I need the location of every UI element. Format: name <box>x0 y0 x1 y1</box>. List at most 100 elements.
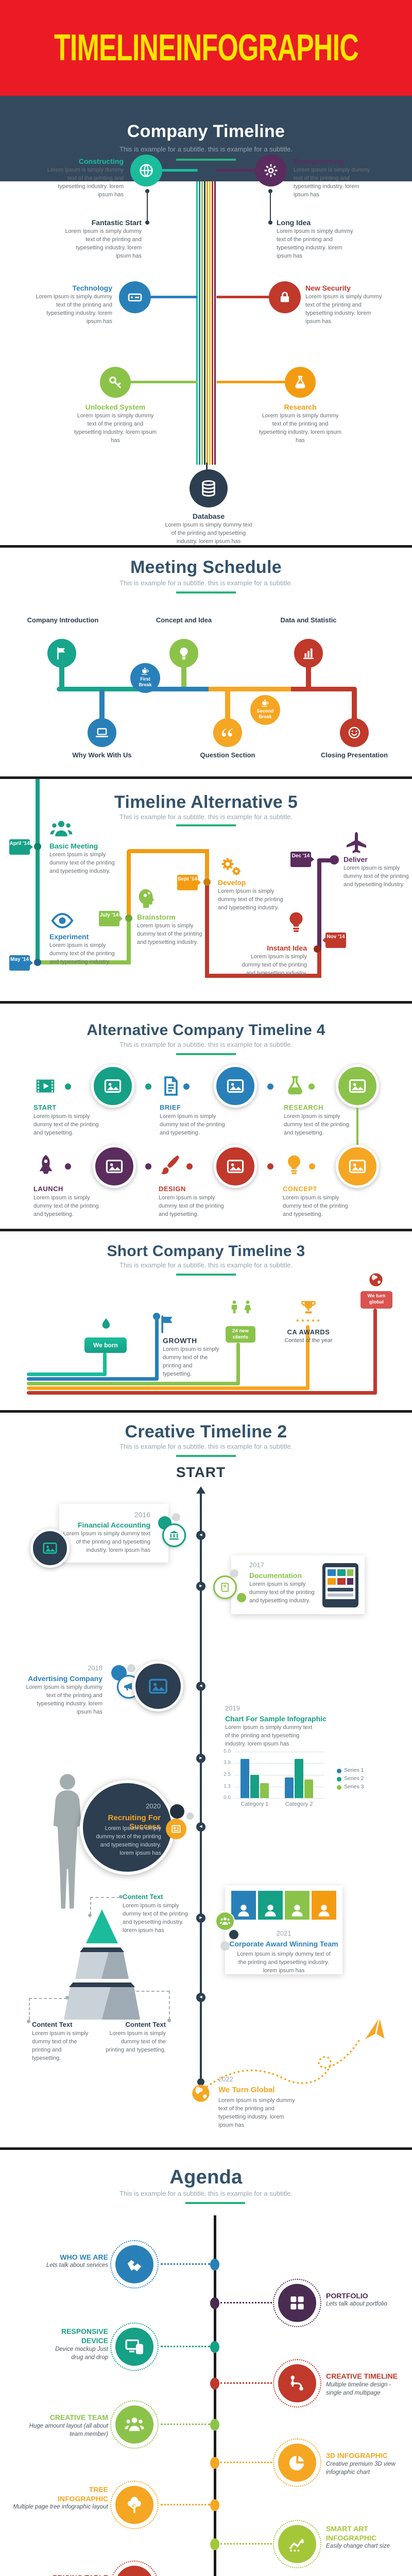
concept-idea-circle <box>169 639 198 668</box>
milestone-dot <box>34 959 41 966</box>
title-underline <box>185 2202 245 2204</box>
chart-gridline <box>234 1798 324 1799</box>
stem <box>99 689 105 719</box>
agenda-title: TREE INFOGRAPHIC <box>58 2485 108 2503</box>
link-dot <box>145 1163 151 1170</box>
entry-year: 2016 <box>134 1511 150 1519</box>
accent-circle <box>220 1941 230 1951</box>
legend-dot <box>337 1769 341 1773</box>
design-image-circle <box>214 1145 257 1188</box>
avatar-tile <box>258 1891 283 1920</box>
item-title: GROWTH <box>163 1336 197 1345</box>
agenda-ring <box>273 2438 321 2487</box>
item-title: CA AWARDS <box>287 1328 330 1336</box>
item-sub: Contest of the year <box>284 1337 333 1344</box>
timeline-node: ◀ <box>196 1822 205 1832</box>
data-statistic-circle <box>294 639 323 668</box>
badge-pointer <box>119 916 126 922</box>
callout-dash <box>29 1998 67 1999</box>
database-icon <box>199 479 218 498</box>
callout-body: Lorem Ipsum is simply dummy text of the … <box>123 1903 188 1934</box>
badge-pointer <box>311 856 317 862</box>
connector <box>161 169 198 172</box>
tablet-bar <box>328 1588 353 1591</box>
timeline-node: ◀ <box>196 1993 205 2002</box>
image-icon <box>103 1076 123 1096</box>
connector-dot <box>268 189 272 193</box>
new-security-circle <box>269 281 301 313</box>
newspaper-icon <box>170 1823 182 1835</box>
eye-icon <box>50 909 74 933</box>
item-body: Lorem Ipsum is simply dummy text of the … <box>49 942 115 965</box>
line-red-rise <box>373 1309 377 1395</box>
image-icon <box>348 1157 367 1176</box>
entry-body: Lorem Ipsum is simply dummy text of the … <box>249 1581 315 1604</box>
concept-image-circle <box>336 1145 379 1188</box>
entry-body: Lorem Ipsum is simply dummy text of the … <box>218 2097 295 2128</box>
link-dot <box>267 1163 273 1170</box>
callout-dash <box>131 1991 169 1992</box>
plane-icon <box>344 829 369 854</box>
research-circle <box>285 367 316 398</box>
agenda-title: RESPONSIVE DEVICE <box>61 2327 108 2345</box>
pie-icon <box>287 2453 307 2472</box>
section-title: Timeline Alternative 5 <box>114 792 298 812</box>
entry-body: Lorem Ipsum is simply dummy text of the … <box>26 1684 102 1715</box>
award-stars: ★★★★★ <box>295 1318 322 1323</box>
avatar <box>235 1900 252 1920</box>
item-title: Reengineering <box>294 157 344 165</box>
section-title: Alternative Company Timeline 4 <box>87 1022 325 1039</box>
avatar-tile <box>231 1891 256 1920</box>
item-title: BRIEF <box>160 1104 181 1111</box>
document-icon <box>160 1075 182 1097</box>
agenda-circle <box>278 2284 316 2322</box>
stripe <box>201 181 203 465</box>
line-end-dot <box>197 2078 204 2086</box>
section-subtitle: This is example for a subtitle. this is … <box>119 2190 293 2197</box>
second-break-circle: Second Break <box>250 695 280 725</box>
item-body: Lorem Ipsum is simply dummy text of the … <box>160 1113 225 1136</box>
recruiting-circle <box>80 1780 175 1875</box>
stripe <box>207 181 208 465</box>
agenda-circle <box>115 2245 153 2283</box>
barchart-icon <box>301 646 316 660</box>
connector <box>216 381 285 383</box>
title-underline <box>176 1274 236 1276</box>
pole-dot <box>153 1313 160 1320</box>
milestone-dot <box>125 914 132 922</box>
title-underline <box>176 1053 236 1055</box>
section-title: Short Company Timeline 3 <box>107 1243 305 1260</box>
agenda-ring <box>110 2400 159 2449</box>
flight-path <box>206 2037 362 2088</box>
item-title: Deliver <box>344 855 368 863</box>
link-dot <box>309 1163 315 1170</box>
agenda-ring <box>110 2561 159 2576</box>
team-circle <box>215 1911 235 1931</box>
title-underline <box>176 591 236 594</box>
item-title: RESEARCH <box>284 1104 323 1111</box>
path-segment <box>317 858 335 862</box>
chart-bar <box>260 1783 269 1798</box>
entry-year: 2018 <box>88 1664 102 1672</box>
line-blue <box>27 1377 159 1381</box>
callout-dash <box>90 1897 91 1914</box>
callout-body: Lorem Ipsum is simply dummy text of the … <box>106 2030 166 2053</box>
stripe <box>204 181 205 465</box>
grid-icon <box>287 2293 307 2313</box>
badge-pointer <box>29 960 36 966</box>
image-circle <box>30 1529 70 1568</box>
unlocked-system-circle <box>100 367 131 398</box>
break-label: First Break <box>139 676 152 687</box>
section-title: Meeting Schedule <box>130 557 282 577</box>
item-title: DESIGN <box>159 1185 186 1193</box>
section-subtitle: This is example for a subtitle. this is … <box>119 145 293 153</box>
agenda-node <box>210 2499 219 2511</box>
agenda-node <box>210 2341 219 2353</box>
timeline-node: ◀ <box>196 1682 205 1691</box>
item-title: START <box>33 1104 57 1111</box>
legend-dot <box>337 1777 341 1782</box>
item-body: Lorem Ipsum is simply dummy text of the … <box>283 1195 348 1217</box>
agenda-title: PORTFOLIO <box>326 2292 368 2300</box>
callout-title: Content Text <box>123 1893 163 1901</box>
category-label: Category 2 <box>285 1801 313 1807</box>
